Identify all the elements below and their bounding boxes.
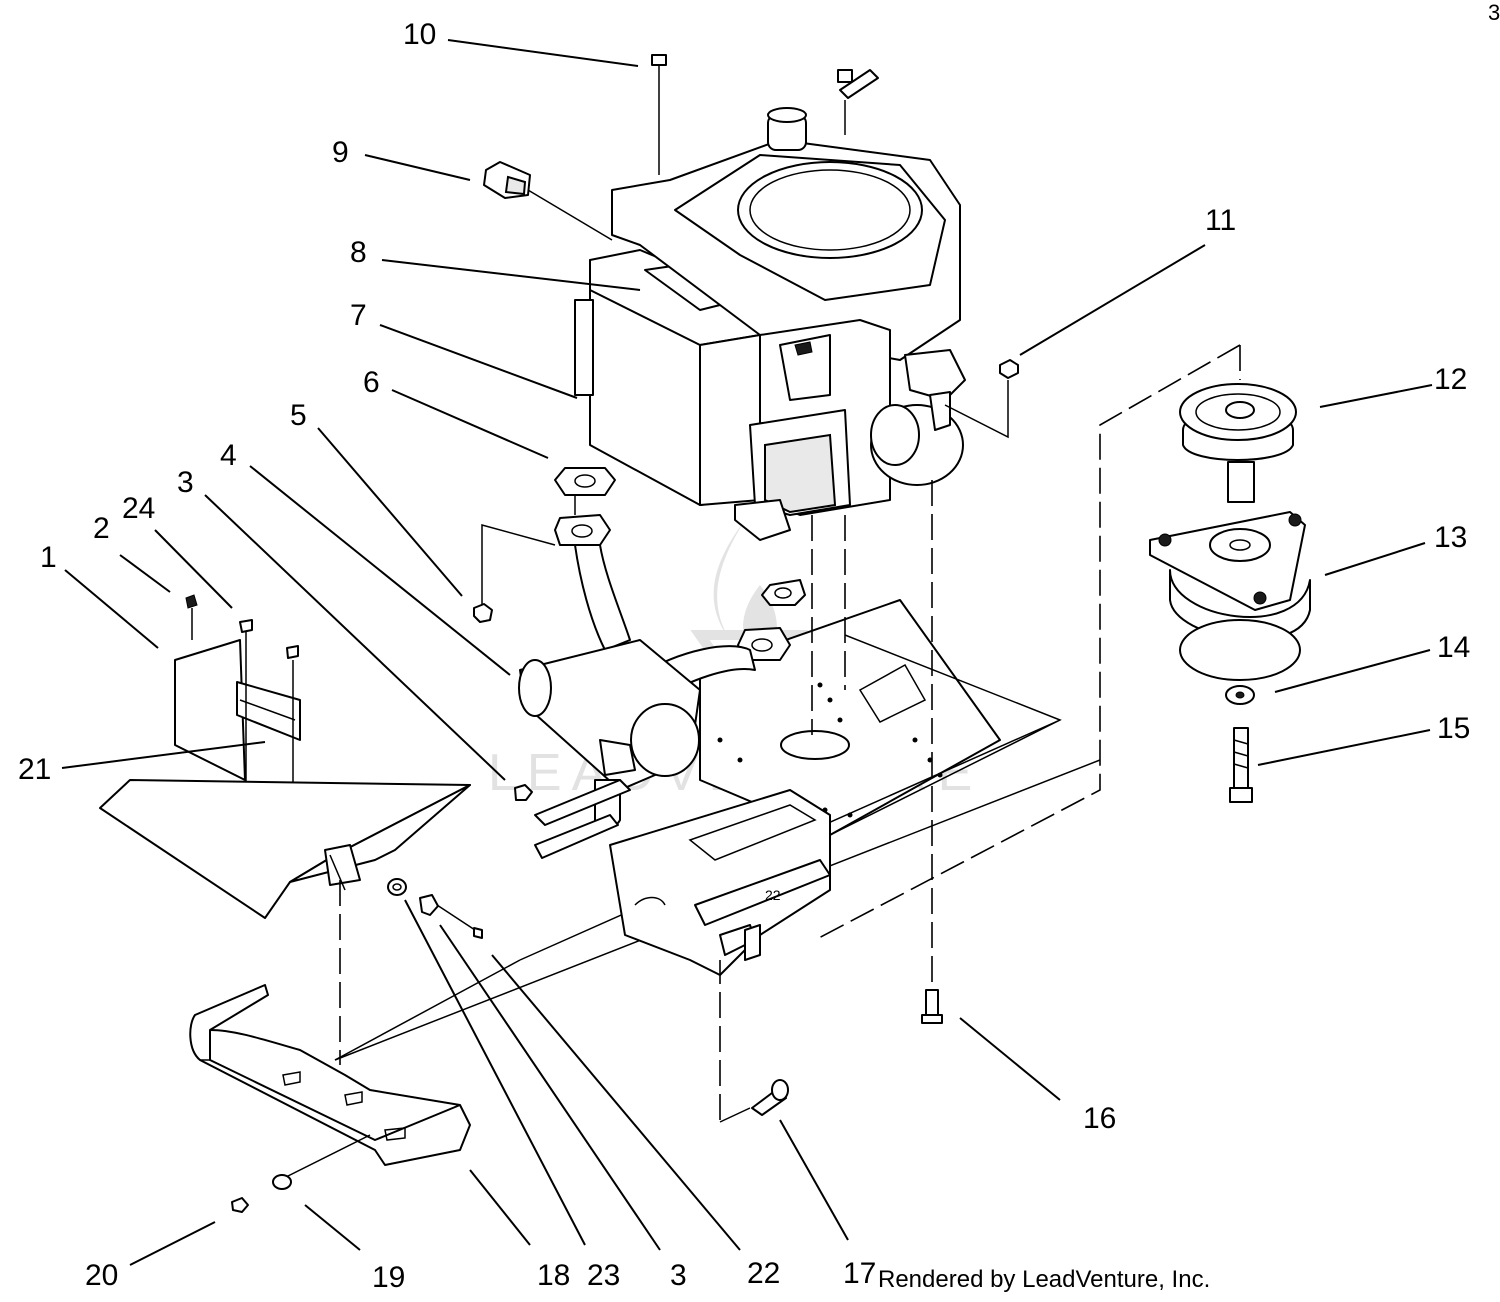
callout-9: 9 (332, 136, 349, 169)
pto-assembly (814, 344, 1311, 941)
callout-22: 22 (747, 1257, 780, 1290)
engine (574, 107, 966, 541)
callout-12: 12 (1434, 363, 1467, 396)
muffler (518, 544, 756, 829)
bolt-17 (719, 960, 789, 1123)
callout-8: 8 (350, 236, 367, 269)
callout-23: 23 (587, 1259, 620, 1292)
callout-13: 13 (1434, 521, 1467, 554)
callout-5: 5 (290, 399, 307, 432)
callout-24: 24 (122, 492, 155, 525)
lower-bracket: 22 (609, 789, 831, 976)
svg-text:22: 22 (765, 887, 781, 903)
callout-11: 11 (1205, 204, 1236, 237)
page-corner-mark: 3 (1488, 0, 1500, 25)
rails (534, 779, 631, 859)
bolt-16 (811, 480, 943, 1024)
callout-3-lower: 3 (670, 1259, 687, 1292)
callout-10: 10 (403, 18, 436, 51)
bumper (189, 984, 471, 1213)
callout-labels: 10 9 8 7 6 5 4 3 24 2 1 21 11 12 13 14 1… (18, 18, 1470, 1294)
callout-6: 6 (363, 366, 380, 399)
bolt-10 (651, 54, 667, 175)
callout-17: 17 (843, 1257, 876, 1290)
callout-18: 18 (537, 1259, 570, 1292)
callout-4: 4 (220, 439, 237, 472)
callout-1: 1 (40, 541, 57, 574)
callout-3-upper: 3 (177, 466, 194, 499)
leader-lines (61, 39, 1433, 1266)
callout-2: 2 (93, 512, 110, 545)
nut-11 (944, 359, 1019, 439)
spark-plug (483, 161, 613, 241)
fuel-fitting (837, 69, 879, 135)
callout-19: 19 (372, 1261, 405, 1294)
deflector-plate (99, 779, 471, 919)
render-credit: Rendered by LeadVenture, Inc. (878, 1266, 1210, 1293)
callout-21: 21 (18, 753, 51, 786)
callout-16: 16 (1083, 1102, 1116, 1135)
callout-7: 7 (350, 299, 367, 332)
callout-15: 15 (1437, 712, 1470, 745)
fastener-set (339, 878, 483, 1065)
nut-5 (473, 603, 493, 623)
bolt-3-upper (514, 784, 533, 801)
callout-20: 20 (85, 1259, 118, 1292)
callout-14: 14 (1437, 631, 1470, 664)
